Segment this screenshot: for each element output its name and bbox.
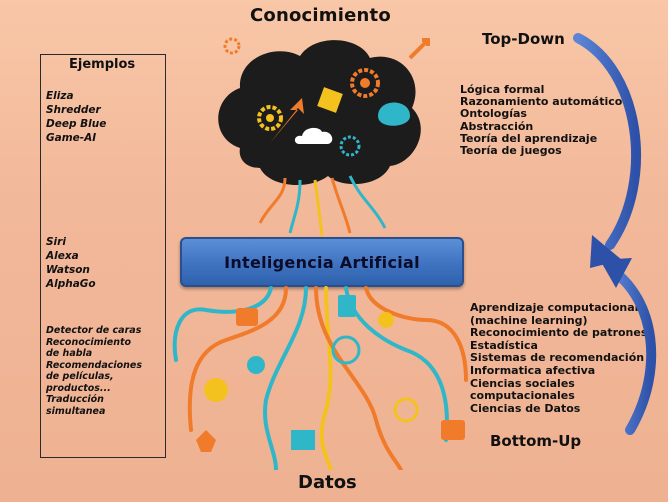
shield-icon bbox=[196, 430, 216, 452]
sms-icon bbox=[236, 308, 258, 326]
bottom-up-arrowhead-icon bbox=[600, 258, 632, 288]
list-item: Aprendizaje computacional bbox=[470, 301, 639, 314]
brain-illustration bbox=[218, 37, 430, 237]
globe-icon bbox=[331, 335, 361, 365]
list-item: Informatica afectiva bbox=[470, 363, 596, 377]
bottom-up-label: Bottom-Up bbox=[490, 432, 582, 450]
example-item: Game-AI bbox=[46, 132, 97, 144]
gear-icon bbox=[223, 37, 241, 55]
list-item: Ciencias de Datos bbox=[470, 401, 581, 415]
flow-arrows bbox=[573, 33, 657, 435]
bottom-up-arrow bbox=[607, 265, 657, 435]
list-item: (machine learning) bbox=[470, 313, 588, 327]
clock-icon bbox=[204, 378, 228, 402]
data-title: Datos bbox=[298, 472, 357, 493]
data-roots-illustration bbox=[172, 286, 468, 470]
list-item: Estadística bbox=[470, 338, 538, 352]
example-item: AlphaGo bbox=[46, 278, 96, 290]
gear-icon bbox=[257, 105, 283, 131]
list-item: computacionales bbox=[470, 389, 575, 403]
chart-icon bbox=[317, 87, 343, 113]
top-down-arrow bbox=[573, 33, 641, 250]
cloud-icon bbox=[247, 356, 265, 374]
brain-shape bbox=[218, 40, 421, 186]
example-item: de películas, bbox=[46, 371, 114, 382]
list-item: Razonamiento automático bbox=[460, 95, 623, 109]
examples-title: Ejemplos bbox=[69, 57, 136, 72]
list-item: Sistemas de recomendación bbox=[470, 351, 645, 365]
ai-label: Inteligencia Artificial bbox=[224, 252, 420, 272]
bottom-up-methods-list: Aprendizaje computacional (machine learn… bbox=[470, 301, 648, 415]
example-item: Recomendaciones bbox=[46, 359, 143, 371]
example-item: Siri bbox=[46, 236, 66, 248]
list-item: Lógica formal bbox=[460, 83, 545, 96]
cloud-icon bbox=[294, 127, 333, 144]
example-item: Reconocimiento bbox=[46, 336, 132, 348]
list-item: Reconocimiento de patrones bbox=[470, 326, 648, 340]
gear-icon bbox=[339, 135, 361, 157]
example-item: Shredder bbox=[46, 104, 101, 116]
example-item: Deep Blue bbox=[46, 118, 107, 130]
list-item: Teoría del aprendizaje bbox=[460, 131, 598, 145]
briefcase-icon bbox=[441, 420, 465, 440]
example-item: Alexa bbox=[46, 250, 79, 262]
knowledge-title: Conocimiento bbox=[250, 5, 391, 26]
chart-icon bbox=[291, 430, 315, 450]
list-item: Teoría de juegos bbox=[460, 144, 562, 158]
at-sign-icon bbox=[393, 397, 419, 423]
example-item: Watson bbox=[46, 264, 90, 276]
examples-panel: Ejemplos Eliza Shredder Deep Blue Game-A… bbox=[40, 54, 166, 458]
list-item: Ontologías bbox=[460, 107, 527, 121]
gear-icon bbox=[350, 68, 380, 98]
example-item: Detector de caras bbox=[46, 325, 142, 336]
speech-bubble-icon bbox=[378, 102, 410, 126]
top-down-methods-list: Lógica formal Razonamiento automático On… bbox=[460, 83, 623, 158]
example-item: Eliza bbox=[46, 90, 74, 102]
example-item: de habla bbox=[46, 348, 93, 359]
example-item: Traducción simultanea bbox=[46, 394, 106, 417]
top-down-label: Top-Down bbox=[482, 30, 565, 48]
lightbulb-icon bbox=[378, 312, 394, 328]
arrow-icon bbox=[408, 38, 430, 60]
examples-group-applications: Detector de caras Reconocimiento de habl… bbox=[46, 325, 165, 417]
list-item: Ciencias sociales bbox=[470, 376, 575, 390]
arrow-icon bbox=[270, 98, 304, 143]
examples-group-assistants: Siri Alexa Watson AlphaGo bbox=[46, 235, 96, 291]
examples-group-classic: Eliza Shredder Deep Blue Game-AI bbox=[46, 89, 106, 145]
example-item: productos... bbox=[46, 382, 111, 394]
list-item: Abstracción bbox=[460, 119, 534, 133]
calculator-icon bbox=[338, 295, 356, 317]
ai-box: Inteligencia Artificial bbox=[180, 237, 464, 287]
